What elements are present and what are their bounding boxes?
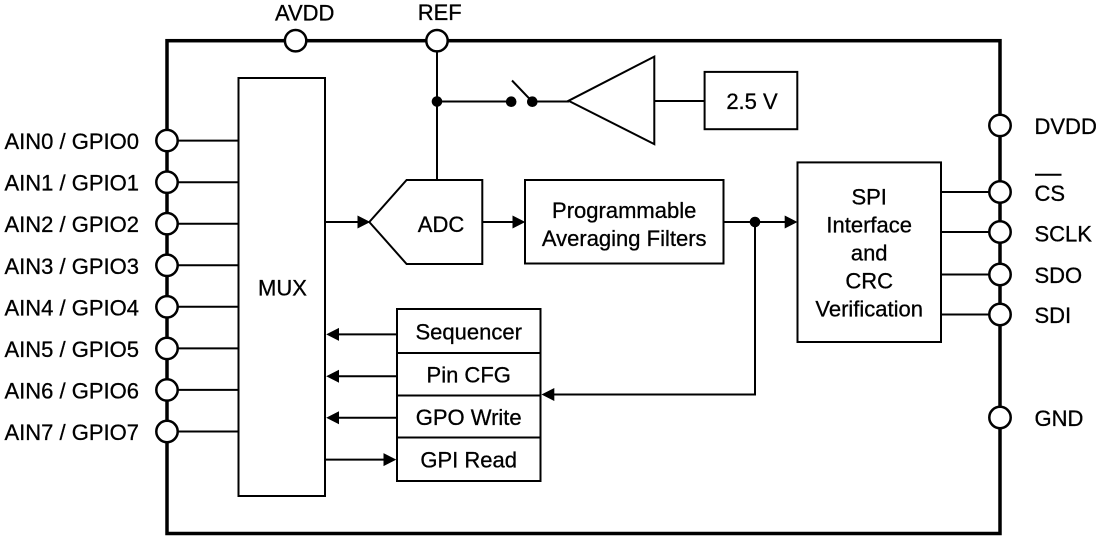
svg-text:Sequencer: Sequencer [415,320,521,345]
svg-text:Interface: Interface [826,213,912,238]
svg-text:AIN1 / GPIO1: AIN1 / GPIO1 [5,171,140,196]
svg-text:and: and [851,241,888,266]
svg-text:GPO Write: GPO Write [416,405,522,430]
svg-text:MUX: MUX [258,276,307,301]
svg-text:AVDD: AVDD [275,0,335,25]
svg-text:AIN4 / GPIO4: AIN4 / GPIO4 [5,295,140,320]
svg-text:GPI Read: GPI Read [420,448,517,473]
svg-text:Programmable: Programmable [552,198,696,223]
svg-text:DVDD: DVDD [1035,114,1097,139]
svg-text:CRC: CRC [845,269,893,294]
svg-text:AIN6 / GPIO6: AIN6 / GPIO6 [5,378,140,403]
svg-text:2.5 V: 2.5 V [726,89,778,114]
svg-text:Verification: Verification [815,297,923,322]
svg-text:GND: GND [1035,406,1084,431]
svg-text:Averaging Filters: Averaging Filters [542,226,707,251]
svg-text:SDI: SDI [1035,303,1072,328]
svg-text:AIN5 / GPIO5: AIN5 / GPIO5 [5,337,140,362]
svg-text:AIN2 / GPIO2: AIN2 / GPIO2 [5,212,140,237]
svg-text:CS: CS [1035,181,1066,206]
svg-text:ADC: ADC [418,212,465,237]
svg-text:AIN0 / GPIO0: AIN0 / GPIO0 [5,129,140,154]
svg-text:REF: REF [418,0,462,25]
svg-text:SDO: SDO [1035,263,1083,288]
svg-text:AIN7 / GPIO7: AIN7 / GPIO7 [5,420,140,445]
svg-text:SCLK: SCLK [1035,222,1093,247]
svg-text:AIN3 / GPIO3: AIN3 / GPIO3 [5,254,140,279]
svg-text:SPI: SPI [851,185,886,210]
svg-text:Pin CFG: Pin CFG [427,363,511,388]
